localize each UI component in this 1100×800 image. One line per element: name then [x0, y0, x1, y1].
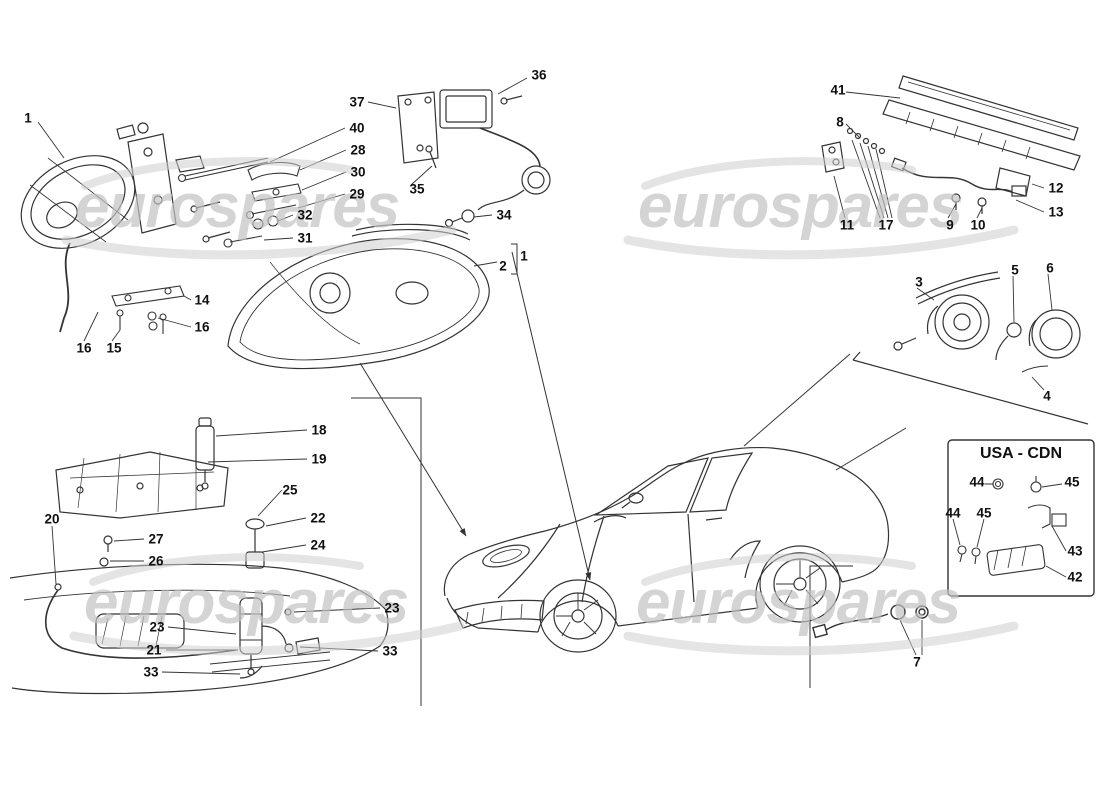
- bumper-washer-drawing: [9, 417, 389, 695]
- part-callout-7: 7: [913, 654, 921, 670]
- part-callout-23: 23: [149, 619, 165, 635]
- part-callout-18: 18: [311, 422, 327, 438]
- usa-cdn-label: USA - CDN: [979, 445, 1063, 462]
- part-callout-35: 35: [409, 181, 425, 197]
- part-callout-43: 43: [1067, 543, 1083, 559]
- part-callout-30: 30: [350, 164, 366, 180]
- taillight-drawing: [852, 271, 1089, 425]
- part-callout-45: 45: [976, 505, 992, 521]
- part-callout-34: 34: [496, 207, 512, 223]
- part-callout-41: 41: [830, 82, 846, 98]
- part-callout-27: 27: [148, 531, 164, 547]
- part-callout-1: 1: [24, 110, 32, 126]
- part-callout-37: 37: [349, 94, 365, 110]
- control-unit-drawing: [397, 89, 551, 228]
- part-callout-26: 26: [148, 553, 164, 569]
- part-callout-42: 42: [1067, 569, 1083, 585]
- part-callout-2: 2: [499, 258, 507, 274]
- part-callout-14: 14: [194, 292, 210, 308]
- part-callout-4: 4: [1043, 388, 1051, 404]
- part-callout-44: 44: [945, 505, 961, 521]
- part-callout-16: 16: [76, 340, 92, 356]
- part-callout-45: 45: [1064, 474, 1080, 490]
- part-callout-3: 3: [915, 274, 923, 290]
- usa-cdn-box-drawing: [947, 439, 1095, 597]
- part-callout-24: 24: [310, 537, 326, 553]
- part-callout-6: 6: [1046, 260, 1054, 276]
- part-callout-22: 22: [310, 510, 326, 526]
- car-drawing: [443, 447, 890, 653]
- part-callout-19: 19: [311, 451, 327, 467]
- part-callout-1: 1: [520, 248, 528, 264]
- part-callout-31: 31: [297, 230, 313, 246]
- part-callout-10: 10: [970, 217, 986, 233]
- part-callout-9: 9: [946, 217, 954, 233]
- leader-lines: [37, 77, 1067, 675]
- part-callout-8: 8: [836, 114, 844, 130]
- part-callout-29: 29: [349, 186, 365, 202]
- part-callout-13: 13: [1048, 204, 1064, 220]
- part-callout-5: 5: [1011, 262, 1019, 278]
- part-callout-36: 36: [531, 67, 547, 83]
- part-callout-11: 11: [839, 217, 855, 233]
- part-callout-15: 15: [106, 340, 122, 356]
- part-callout-28: 28: [350, 142, 366, 158]
- headlight-cover-drawing: [227, 223, 518, 370]
- part-callout-40: 40: [349, 120, 365, 136]
- part-callout-20: 20: [44, 511, 60, 527]
- part-callout-17: 17: [878, 217, 894, 233]
- part-callout-32: 32: [297, 207, 313, 223]
- part-callout-25: 25: [282, 482, 298, 498]
- watermark-swoosh: [61, 157, 1019, 656]
- cable-sensor-drawing: [812, 604, 929, 639]
- part-callout-44: 44: [969, 474, 985, 490]
- part-callout-16: 16: [194, 319, 210, 335]
- part-callout-23: 23: [384, 600, 400, 616]
- brake-light-bar-drawing: [821, 75, 1081, 214]
- headlight-brackets-drawing: [111, 157, 302, 334]
- part-callout-21: 21: [146, 642, 162, 658]
- part-callout-33: 33: [382, 643, 398, 659]
- part-callout-12: 12: [1048, 180, 1064, 196]
- part-callout-33: 33: [143, 664, 159, 680]
